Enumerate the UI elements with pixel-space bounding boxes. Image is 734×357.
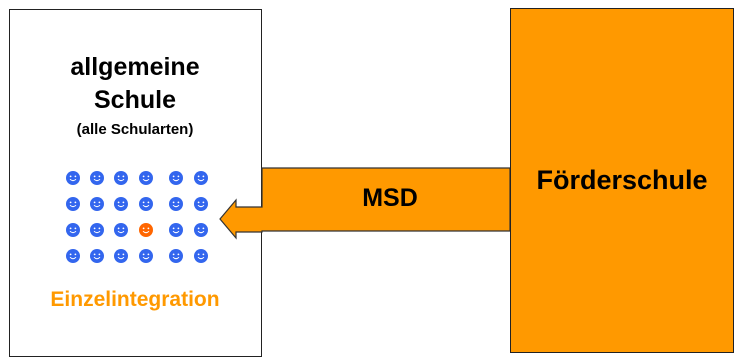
foerderschule-box [510,8,734,353]
allgemeine-schule-box [9,9,262,357]
msd-arrow-shape [219,167,511,240]
school-title-line1: allgemeine [70,53,200,81]
foerderschule-label: Förderschule [536,165,708,195]
einzelintegration-label: Einzelintegration [50,288,220,311]
school-title-line2: Schule [94,86,176,114]
msd-label: MSD [362,184,418,212]
school-subtitle: (alle Schularten) [76,121,194,138]
